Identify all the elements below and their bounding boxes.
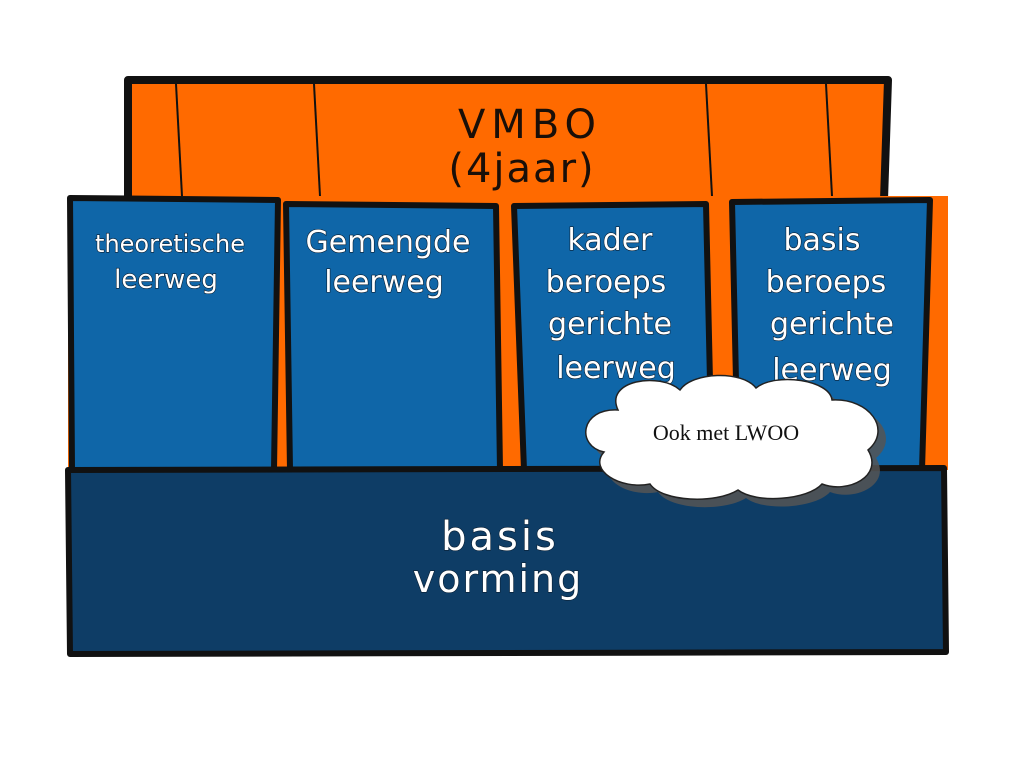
vmbo-header-block: VMBO (4jaar) <box>124 76 892 204</box>
header-title: VMBO <box>458 102 602 148</box>
header-divider-3 <box>705 83 713 197</box>
column-basis-beroepsgerichte-leerweg: basis beroeps gerichte leerweg <box>729 197 933 473</box>
callout-text: Ook met LWOO <box>653 420 799 445</box>
base-line-2: vorming <box>413 557 583 601</box>
base-line-1: basis <box>441 514 559 560</box>
column-2-line-1: Gemengde <box>306 225 471 260</box>
column-3-line-1: kader <box>567 223 653 258</box>
column-4-line-2: beroeps <box>766 265 887 300</box>
column-3-line-3: gerichte <box>548 307 672 342</box>
column-theoretische-leerweg: theoretische leerweg <box>67 195 281 473</box>
header-subtitle: (4jaar) <box>448 146 595 192</box>
callout-cloud <box>585 374 879 500</box>
column-4-line-3: gerichte <box>770 307 894 342</box>
header-divider-1 <box>175 83 183 197</box>
header-divider-2 <box>313 83 321 197</box>
column-kader-beroepsgerichte-leerweg: kader beroeps gerichte leerweg <box>511 201 715 473</box>
column-2-line-2: leerweg <box>324 265 444 300</box>
header-divider-4 <box>825 83 833 197</box>
basis-vorming-block: basis vorming <box>65 465 949 657</box>
lwoo-callout: Ook met LWOO <box>585 374 887 508</box>
column-1-line-1: theoretische <box>95 230 245 258</box>
column-4-line-1: basis <box>783 223 860 258</box>
column-3-line-2: beroeps <box>546 265 667 300</box>
column-1-line-2: leerweg <box>114 265 218 295</box>
column-gemengde-leerweg: Gemengde leerweg <box>283 201 503 473</box>
